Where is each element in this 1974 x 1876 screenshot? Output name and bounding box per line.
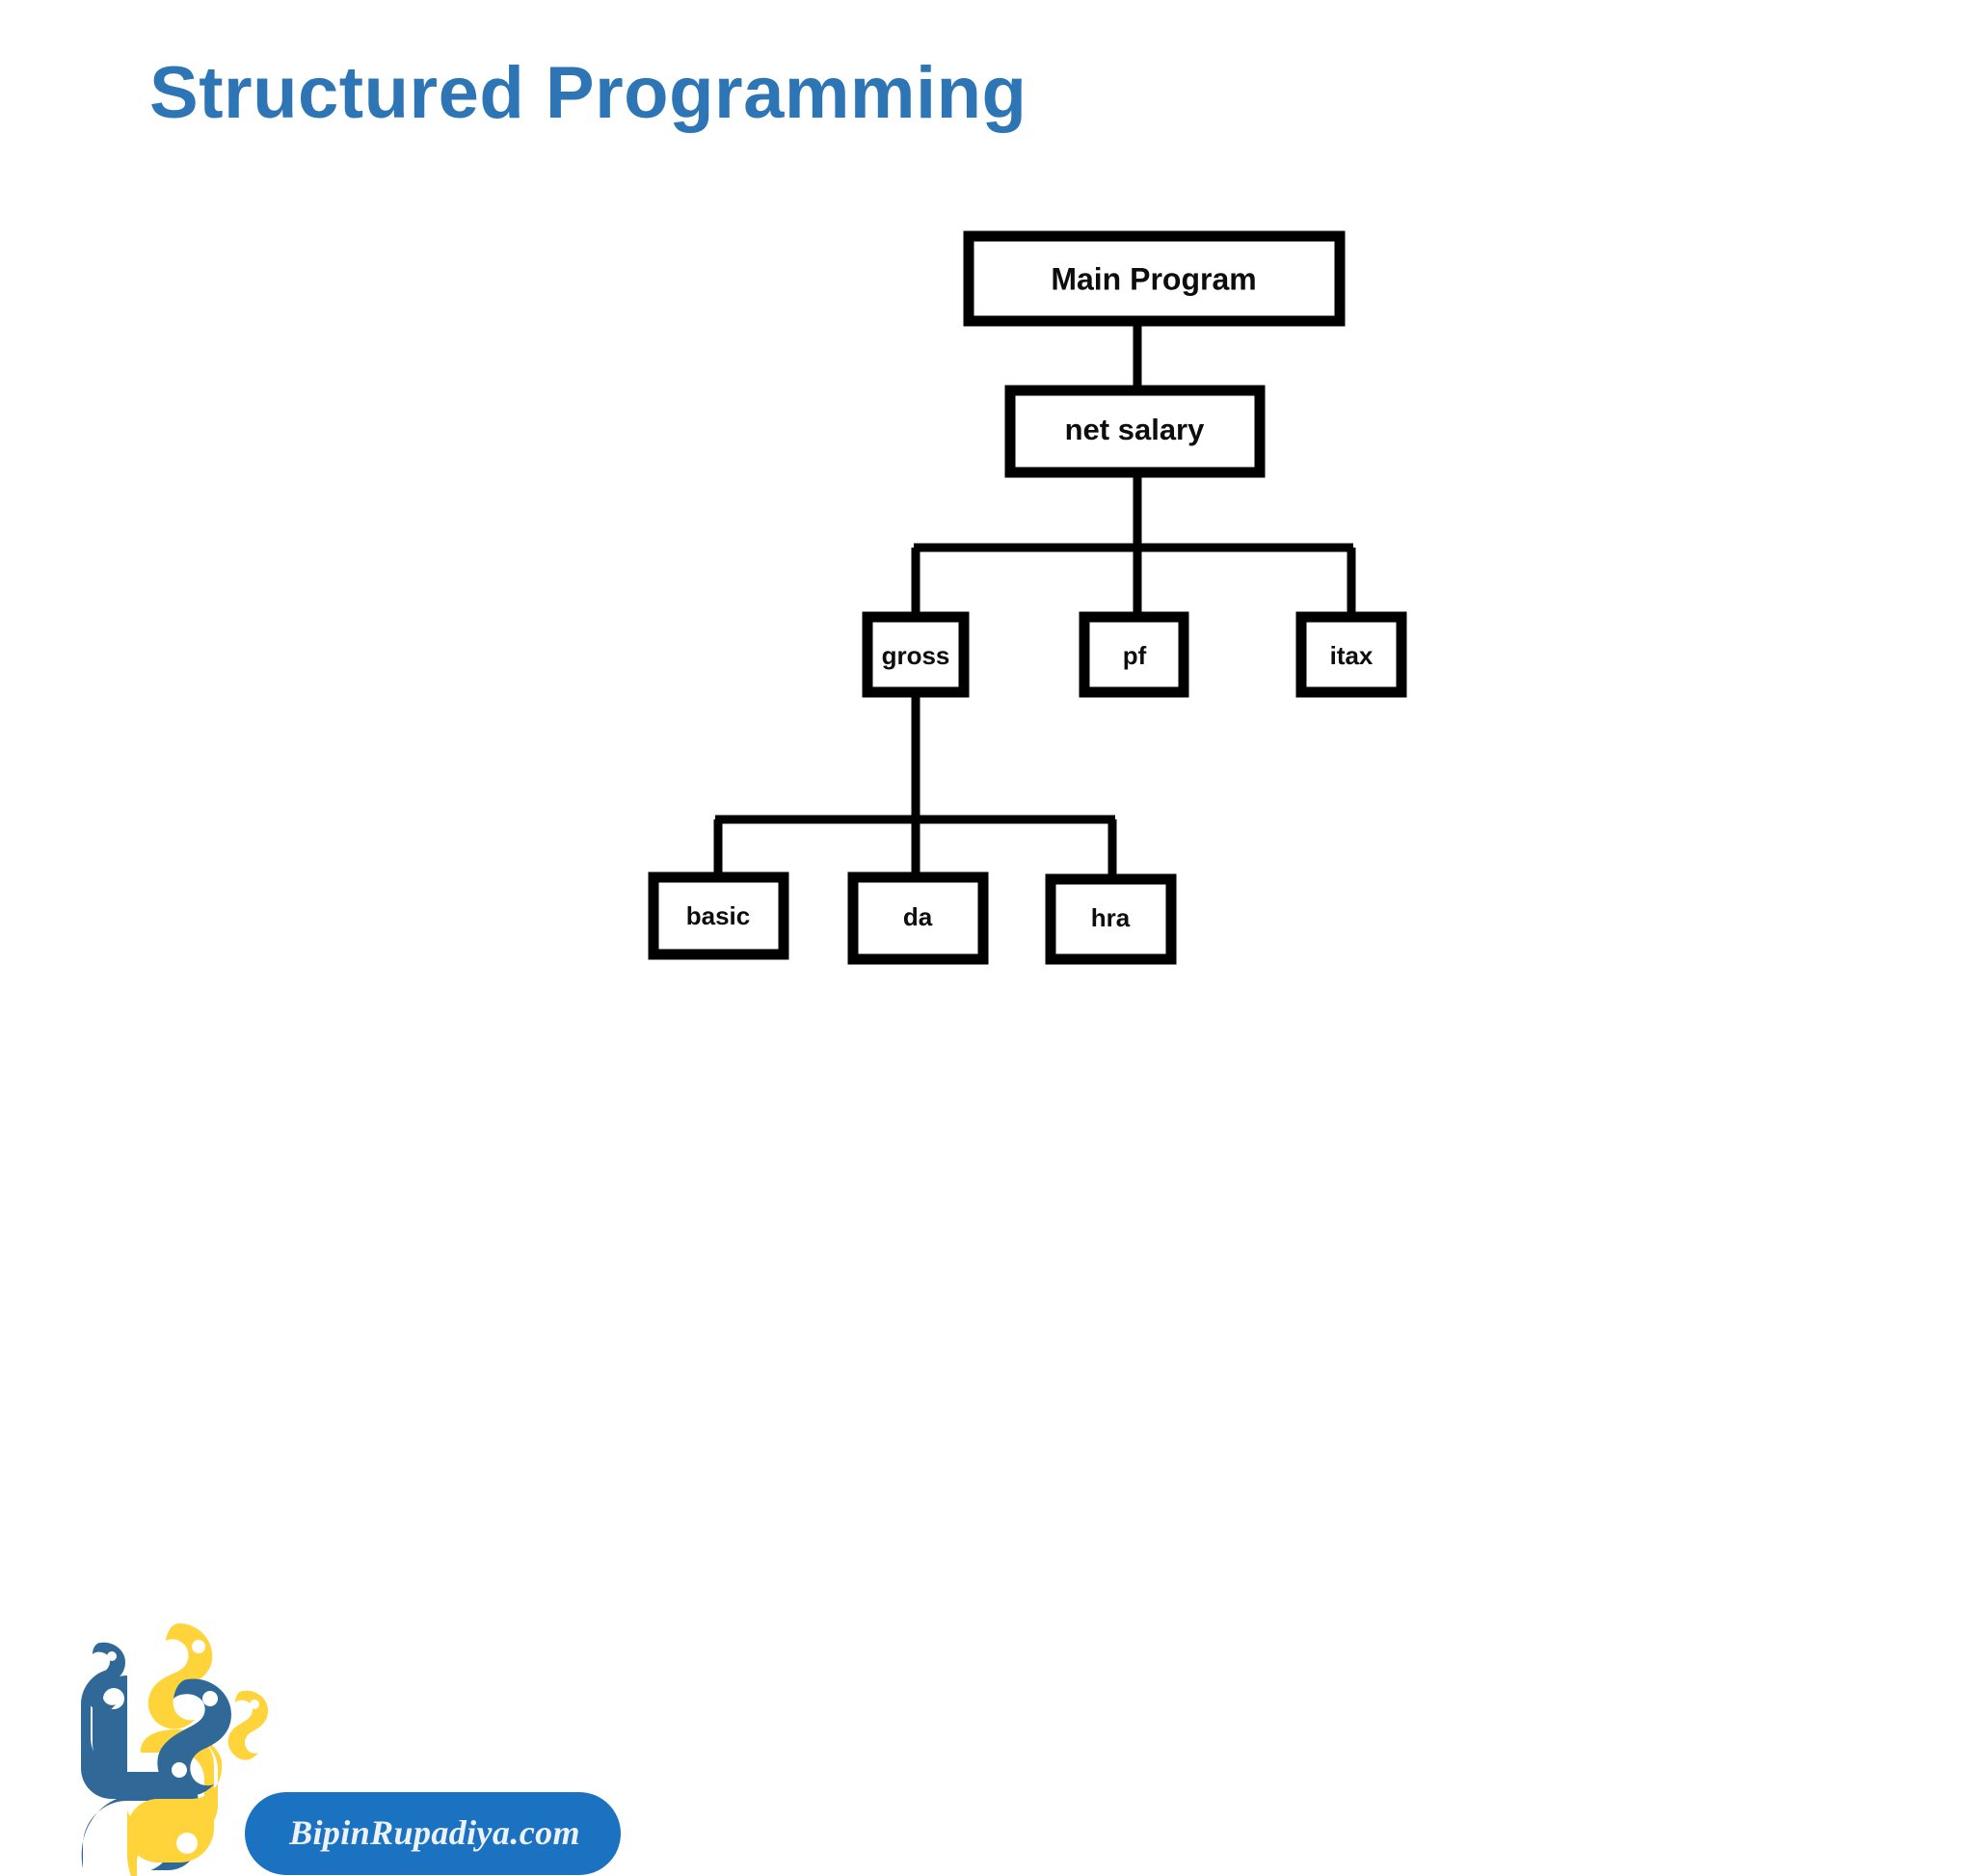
watermark: BipinRupadiya.com — [40, 808, 638, 1876]
node-net-salary[interactable]: net salary — [1004, 385, 1266, 478]
node-label-da: da — [903, 902, 933, 931]
python-logo-small-yellow-snake-top — [147, 1623, 213, 1729]
node-label-net-salary: net salary — [1065, 413, 1206, 446]
python-logo-small-yellow-snake-right — [227, 1690, 268, 1760]
node-label-hra: hra — [1091, 903, 1131, 932]
node-label-itax: itax — [1330, 641, 1374, 670]
node-hra[interactable]: hra — [1045, 873, 1177, 965]
structured-programming-tree-diagram: Main Program net salary gross pf itax ba… — [648, 230, 1407, 965]
node-pf[interactable]: pf — [1079, 611, 1189, 698]
node-label-pf: pf — [1123, 641, 1147, 670]
node-label-gross: gross — [882, 641, 950, 670]
edge-netsalary-to-children — [911, 472, 1356, 617]
node-itax[interactable]: itax — [1295, 611, 1407, 698]
node-gross[interactable]: gross — [862, 611, 970, 698]
node-main-program[interactable]: Main Program — [963, 230, 1346, 327]
node-label-main-program: Main Program — [1051, 261, 1256, 296]
node-label-basic: basic — [686, 901, 751, 930]
node-da[interactable]: da — [847, 871, 989, 965]
node-basic[interactable]: basic — [648, 871, 789, 960]
page-title: Structured Programming — [149, 52, 1027, 134]
edge-gross-to-children — [713, 692, 1117, 879]
watermark-site-label: BipinRupadiya.com — [289, 1813, 580, 1852]
